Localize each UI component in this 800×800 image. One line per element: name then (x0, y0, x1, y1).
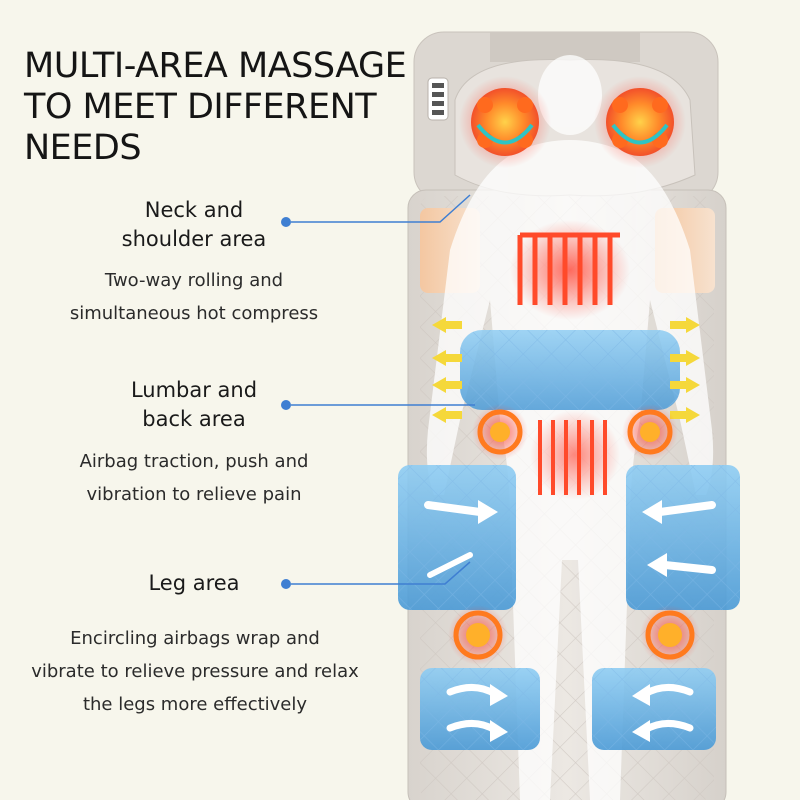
lumbar-back-description: Airbag traction, push and vibration to r… (4, 445, 384, 511)
neck-shoulder-description: Two-way rolling and simultaneous hot com… (4, 264, 384, 330)
lumbar-push-arrows (432, 317, 700, 423)
leg-desc-line-1: Encircling airbags wrap and (70, 628, 320, 649)
neck-shoulder-desc-line-1: Two-way rolling and (104, 270, 284, 291)
neck-shoulder-title-line-2: shoulder area (121, 227, 267, 251)
lumbar-back-title-line-2: back area (142, 407, 246, 431)
neck-shoulder-title-line-1: Neck and (144, 198, 244, 222)
lumbar-back-desc-line-1: Airbag traction, push and (79, 451, 309, 472)
headline-line-2: TO MEET DIFFERENT (24, 87, 377, 127)
lumbar-airbag (460, 330, 680, 410)
leg-pointer-dot (281, 579, 291, 589)
leg-title-line-1: Leg area (148, 571, 240, 595)
pointer-lines (291, 194, 475, 585)
headline-line-1: MULTI-AREA MASSAGE (24, 46, 407, 86)
lumbar-back-title-line-1: Lumbar and (130, 378, 258, 402)
leg-title: Leg area (34, 569, 354, 598)
back-heating-coil (510, 220, 630, 320)
neck-shoulder-desc-line-2: simultaneous hot compress (69, 303, 319, 324)
left-thigh-airbag (398, 465, 516, 610)
headline-line-3: NEEDS (24, 128, 142, 168)
control-panel (427, 77, 449, 121)
neck-roller-right (594, 76, 686, 168)
lower-back-vibration-left (472, 404, 528, 460)
leg-desc-line-3: the legs more effectively (82, 694, 308, 715)
right-calf-airbag (592, 668, 716, 750)
left-knee-vibration (448, 605, 508, 665)
right-thigh-airbag (626, 465, 740, 610)
left-calf-airbag (420, 668, 540, 750)
lower-back-vibration-right (622, 404, 678, 460)
lumbar-back-title: Lumbar and back area (34, 376, 354, 434)
neck-roller-left (459, 76, 551, 168)
lumbar-pointer-dot (281, 400, 291, 410)
neck-pointer-dot (281, 217, 291, 227)
lumbar-back-desc-line-2: vibration to relieve pain (86, 484, 302, 505)
leg-description: Encircling airbags wrap and vibrate to r… (0, 622, 390, 721)
headline: MULTI-AREA MASSAGE TO MEET DIFFERENT NEE… (24, 46, 414, 169)
lower-back-heating-coil (530, 410, 620, 500)
leg-desc-line-2: vibrate to relieve pressure and relax (31, 661, 359, 682)
neck-shoulder-title: Neck and shoulder area (34, 196, 354, 254)
right-knee-vibration (640, 605, 700, 665)
